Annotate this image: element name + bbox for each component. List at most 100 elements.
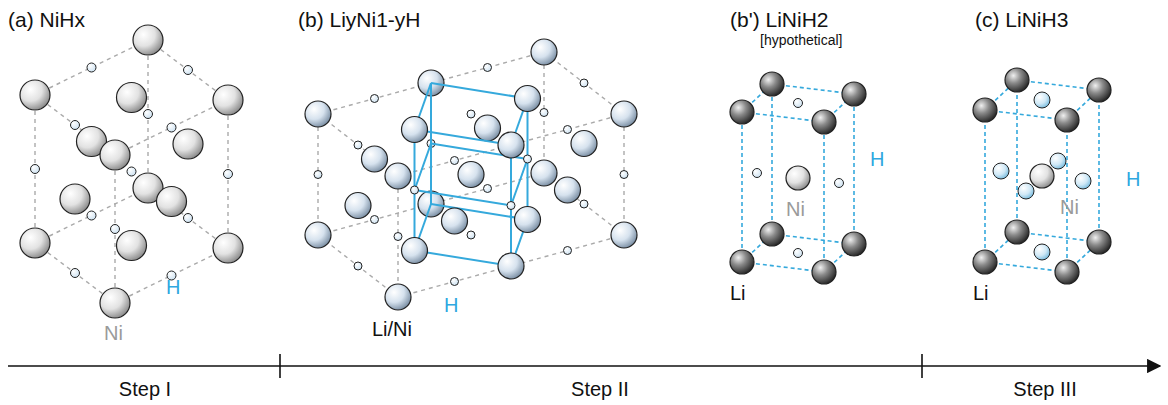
h-atom [580, 200, 588, 208]
h-atom [835, 179, 844, 188]
ni-atom [100, 140, 130, 170]
h-atom [467, 231, 475, 239]
li-atom [1087, 78, 1111, 102]
h-atom [564, 126, 572, 134]
h-atom [127, 167, 136, 176]
cell-edge [318, 235, 398, 297]
h-atom [451, 278, 459, 286]
h-atom [1034, 244, 1050, 260]
h-atom [314, 171, 322, 179]
linih2-cell [730, 72, 866, 284]
h-atom [580, 79, 588, 87]
step-label: Step I [45, 378, 245, 400]
h-atom [753, 169, 762, 178]
tetragonal-cell-edge [415, 251, 512, 267]
cell-edge [853, 94, 855, 244]
h-atom [224, 170, 233, 179]
li-ni-atom [555, 177, 581, 203]
h-atom [484, 185, 492, 193]
li-ni-atom [515, 86, 541, 112]
li-ni-atom [362, 146, 388, 172]
atom-label: Ni [104, 322, 123, 344]
h-atom [620, 171, 628, 179]
li-ni-atom [611, 101, 637, 127]
h-atom [111, 225, 120, 234]
li-atom [973, 250, 997, 274]
ni-atom [117, 83, 147, 113]
h-atom [1050, 153, 1066, 169]
h-atom [31, 165, 40, 174]
ni-atom [117, 231, 147, 261]
panel-title: (c) LiNiH3 [975, 8, 1068, 31]
atom-label: H [1126, 168, 1140, 190]
step-axis [8, 354, 1160, 378]
li-atom [730, 100, 754, 124]
h-atom [1034, 92, 1050, 108]
li-atom [730, 250, 754, 274]
li-atom [973, 98, 997, 122]
ni-atom [173, 129, 203, 159]
tetragonal-cell-edge [431, 83, 528, 99]
cell-edge [741, 112, 743, 262]
tetragonal-cell-edge [415, 130, 512, 146]
h-atom [87, 63, 96, 72]
li-atom [842, 232, 866, 256]
ni-atom [60, 184, 90, 214]
h-atom [87, 211, 96, 220]
h-atom [354, 141, 362, 149]
li-ni-atom [571, 131, 597, 157]
h-atom [484, 64, 492, 72]
step-tick [279, 354, 281, 378]
atom-label: Ni [1060, 196, 1079, 218]
ni-atom [213, 85, 243, 115]
cell-edge [544, 173, 624, 235]
panel-note: [hypothetical] [760, 33, 843, 48]
step-label: Step II [500, 378, 700, 400]
li-ni-atom [402, 117, 428, 143]
h-atom [184, 214, 193, 223]
li-ni-atom [458, 162, 484, 188]
li-ni-atom [385, 163, 411, 189]
li-atom [1055, 260, 1079, 284]
ni-atom [213, 233, 243, 263]
h-atom [394, 233, 402, 241]
panel-title: (b) LiyNi1-yH [298, 8, 421, 31]
cell-edge [1016, 80, 1018, 232]
li-ni-atom [515, 207, 541, 233]
ni-atom [1030, 164, 1054, 188]
li-atom [1005, 68, 1029, 92]
atom-label: Li [730, 282, 746, 304]
h-atom [167, 123, 176, 132]
h-atom [71, 121, 80, 130]
cell-edge [1098, 90, 1100, 242]
panel-title: (b') LiNiH2 [730, 8, 829, 31]
li-ni-atom [531, 39, 557, 65]
tetragonal-cell-edge [430, 83, 432, 204]
h-atom [467, 110, 475, 118]
li-ni-atom [345, 193, 371, 219]
h-atom [451, 157, 459, 165]
atom-label: Li [973, 282, 989, 304]
li-atom [1055, 108, 1079, 132]
li-atom [760, 222, 784, 246]
li-atom [1087, 230, 1111, 254]
cell-edge [984, 110, 986, 262]
step-arrow [8, 365, 1160, 367]
atom-label: Ni [786, 198, 805, 220]
atom-label: H [870, 148, 884, 170]
atom-label: H [166, 276, 180, 298]
cell-edge [544, 52, 624, 114]
ni-atom [20, 80, 50, 110]
ni-atom [20, 228, 50, 258]
step-tick [921, 354, 923, 378]
li-ni-atom [442, 208, 468, 234]
crystal-cells [20, 25, 1111, 318]
li-atom [1005, 220, 1029, 244]
atom-label: Li/Ni [372, 318, 412, 340]
cell-edge [771, 84, 773, 234]
h-atom [524, 155, 532, 163]
li-ni-atom [402, 238, 428, 264]
h-atom [184, 66, 193, 75]
